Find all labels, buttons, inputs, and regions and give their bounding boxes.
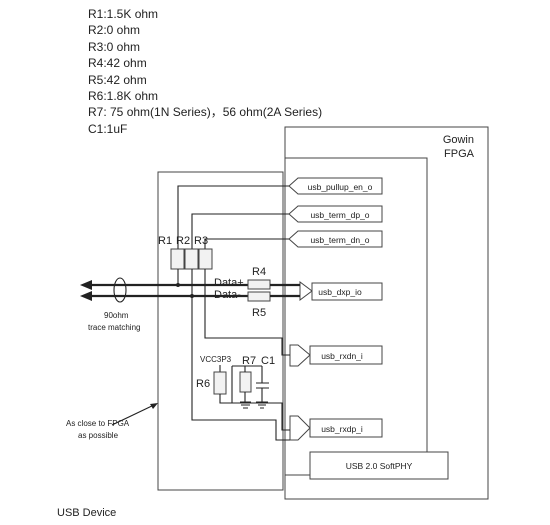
trace-note-line1: 90ohm <box>104 311 129 320</box>
label-r3: R3 <box>194 235 208 247</box>
term-dn-buffer: usb_term_dn_o <box>288 230 383 248</box>
label-data-plus: Data+ <box>214 277 244 289</box>
close-note-line2: as possible <box>78 431 119 440</box>
pullup-signal-label: usb_pullup_en_o <box>308 182 373 192</box>
note-r7: R7: 75 ohm(1N Series)，56 ohm(2A Series) <box>88 105 323 120</box>
label-r6: R6 <box>196 378 210 390</box>
wire-term-dn <box>204 238 289 249</box>
label-vcc: VCC3P3 <box>200 355 232 364</box>
wire-pullup <box>177 185 289 249</box>
term-dp-signal-label: usb_term_dp_o <box>310 210 369 220</box>
fpga-title-line2: FPGA <box>444 148 475 160</box>
data-minus-arrow-icon <box>80 291 92 301</box>
resistor-r5 <box>247 291 271 302</box>
softphy-label: USB 2.0 SoftPHY <box>346 461 413 471</box>
rxdp-signal-label: usb_rxdp_i <box>321 424 363 434</box>
resistor-r4 <box>247 279 271 290</box>
r7-ground-icon <box>240 401 251 409</box>
term-dp-buffer: usb_term_dp_o <box>288 205 383 223</box>
usb-device-label: USB Device <box>57 507 116 519</box>
label-data-minus: Data- <box>214 289 241 301</box>
note-r5: R5:42 ohm <box>88 72 147 87</box>
note-r3: R3:0 ohm <box>88 39 141 54</box>
label-r7: R7 <box>242 355 256 367</box>
note-c1: C1:1uF <box>88 121 128 136</box>
junction-r1 <box>176 283 180 287</box>
note-r6: R6:1.8K ohm <box>88 88 159 103</box>
term-dn-signal-label: usb_term_dn_o <box>310 235 369 245</box>
softphy-block <box>309 451 449 480</box>
rxdp-buffer: usb_rxdp_i <box>289 415 383 441</box>
r3-leg-rxdn <box>204 269 290 356</box>
board-region <box>157 171 284 491</box>
dxp-signal-label: usb_dxp_io <box>318 287 362 297</box>
label-c1: C1 <box>261 355 275 367</box>
c1-ground-icon <box>256 401 268 409</box>
resistor-r3 <box>198 248 213 270</box>
wire-term-dp <box>191 213 289 249</box>
dxp-buffer: usb_dxp_io <box>299 281 383 301</box>
r6-to-rxdp <box>219 394 290 431</box>
data-plus-arrow-icon <box>80 280 92 290</box>
resistor-r7 <box>239 371 252 393</box>
label-r2: R2 <box>176 235 190 247</box>
trace-note-line2: trace matching <box>88 323 140 332</box>
rxdn-buffer: usb_rxdn_i <box>289 344 383 367</box>
rxdn-signal-label: usb_rxdn_i <box>321 351 363 361</box>
resistor-r2 <box>184 248 199 270</box>
resistor-r6 <box>213 371 227 395</box>
resistor-notes: R1:1.5K ohm R2:0 ohm R3:0 ohm R4:42 ohm … <box>88 6 322 137</box>
note-r2: R2:0 ohm <box>88 23 141 38</box>
label-r1: R1 <box>158 235 172 247</box>
label-r4: R4 <box>252 266 266 278</box>
note-r4: R4:42 ohm <box>88 56 147 71</box>
close-note-leader <box>111 403 157 426</box>
resistor-r1 <box>170 248 185 270</box>
label-r5: R5 <box>252 307 266 319</box>
fpga-title-line1: Gowin <box>443 134 474 146</box>
close-note-arrow-icon <box>150 403 158 409</box>
close-note-line1: As close to FPGA <box>66 419 130 428</box>
trace-matching-ellipse <box>113 277 127 303</box>
r2-to-rxdp <box>191 296 290 441</box>
pullup-buffer: usb_pullup_en_o <box>288 177 383 195</box>
note-r1: R1:1.5K ohm <box>88 7 159 21</box>
